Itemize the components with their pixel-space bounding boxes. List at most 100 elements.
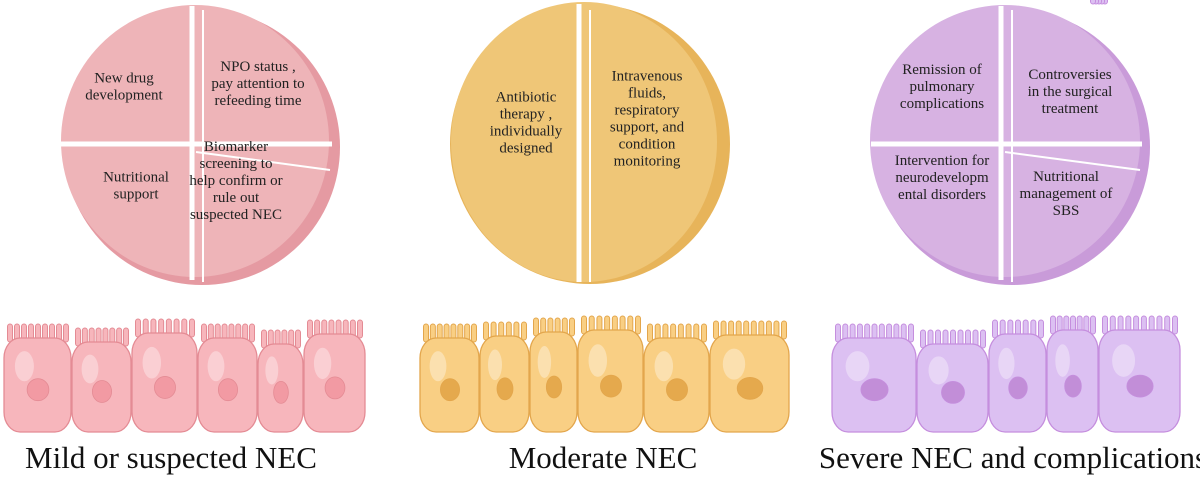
epithelial-cell — [3, 323, 72, 433]
microvillus — [920, 329, 926, 349]
microvillus — [189, 318, 195, 338]
quadrant-text-line: New drug — [94, 71, 154, 87]
epithelial-cell — [831, 323, 917, 433]
cell-nucleus — [941, 380, 965, 404]
epithelial-cell — [643, 323, 710, 433]
microvillus — [123, 327, 129, 347]
epithelial-cell — [1046, 315, 1099, 433]
quadrant-text-line: NPO status , — [220, 59, 295, 75]
epithelial-cell — [257, 329, 304, 433]
microvillus — [701, 323, 707, 343]
cell-nucleus — [324, 376, 346, 400]
microvillus — [521, 321, 527, 341]
quadrant-text-line: pulmonary — [910, 79, 975, 95]
cell-highlight — [313, 347, 332, 380]
microvillus — [63, 323, 69, 343]
quadrant-text-line: neurodevelopm — [895, 170, 989, 186]
cell-highlight — [265, 356, 279, 385]
epithelial-cell — [529, 317, 578, 433]
quadrant-text-line: Controversies — [1028, 67, 1111, 83]
cell-nucleus — [439, 378, 460, 402]
cell-nucleus — [154, 376, 176, 399]
microvillus — [1050, 315, 1056, 335]
cell-highlight — [722, 348, 746, 380]
microvillus — [471, 323, 477, 343]
quadrant-text-line: monitoring — [614, 154, 681, 170]
microvillus — [781, 320, 787, 340]
quadrant-text-line: individually — [490, 124, 563, 140]
epithelial-cell — [916, 329, 989, 433]
quadrant-text-line: designed — [499, 141, 553, 157]
quadrant-text-line: in the surgical — [1028, 84, 1113, 100]
quadrant-text-line: complications — [900, 96, 984, 112]
mild-epithelium-illustration — [3, 318, 366, 433]
cell-highlight — [207, 351, 225, 382]
microvillus — [992, 319, 998, 339]
microvillus — [835, 323, 841, 343]
cell-highlight — [429, 351, 447, 382]
quadrant-text-line: pay attention to — [211, 76, 304, 92]
mild-stage-caption: Mild or suspected NEC — [25, 440, 317, 475]
quadrant-text-line: therapy , — [500, 107, 552, 123]
microvillus — [1038, 319, 1044, 339]
epithelial-cell — [577, 315, 644, 433]
quadrant-text-line: support — [114, 187, 160, 203]
quadrant-text-line: respiratory — [615, 103, 680, 119]
quadrant-text-line: management of — [1020, 186, 1113, 202]
cell-nucleus — [496, 377, 514, 401]
cell-highlight — [537, 346, 552, 378]
quadrant-text-line: rule out — [213, 190, 260, 206]
quadrant-text-line: Nutritional — [1033, 169, 1099, 185]
microvillus — [249, 323, 255, 343]
cell-nucleus — [217, 378, 238, 402]
cell-highlight — [14, 351, 34, 382]
epithelial-cell — [1090, 0, 1108, 5]
microvillus — [483, 321, 489, 341]
microvillus — [423, 323, 429, 343]
cell-nucleus — [545, 375, 563, 399]
cell-highlight — [1055, 344, 1070, 377]
cell-nucleus — [92, 380, 113, 403]
quadrant-text-line: treatment — [1042, 101, 1099, 117]
cell-nucleus — [273, 380, 289, 404]
quadrant-text-line: development — [85, 88, 163, 104]
epithelial-cell — [197, 323, 258, 433]
quadrant-text-line: ental disorders — [898, 187, 986, 203]
cell-highlight — [845, 351, 870, 382]
microvillus — [307, 319, 313, 339]
microvillus — [569, 317, 575, 337]
cell-highlight — [142, 346, 162, 379]
epithelial-cell — [988, 319, 1047, 433]
cell-highlight — [81, 354, 99, 384]
microvillus — [1172, 315, 1178, 335]
cell-nucleus — [26, 378, 50, 402]
microvillus — [647, 323, 653, 343]
microvillus — [581, 315, 587, 335]
cell-highlight — [588, 344, 608, 377]
quadrant-text-line: suspected NEC — [190, 207, 282, 223]
epithelial-cell — [131, 318, 198, 433]
quadrant-text-line: condition — [619, 137, 676, 153]
microvillus — [201, 323, 207, 343]
epithelial-cell — [71, 327, 132, 433]
cell-nucleus — [1008, 376, 1028, 400]
microvillus — [295, 329, 301, 349]
microvillus — [261, 329, 267, 349]
cell-highlight — [1112, 344, 1136, 377]
quadrant-text-line: Nutritional — [103, 170, 169, 186]
quadrant-text-line: SBS — [1053, 203, 1080, 219]
microvillus — [7, 323, 13, 343]
microvillus — [1090, 0, 1096, 5]
severe-epithelium-illustration — [831, 0, 1181, 433]
